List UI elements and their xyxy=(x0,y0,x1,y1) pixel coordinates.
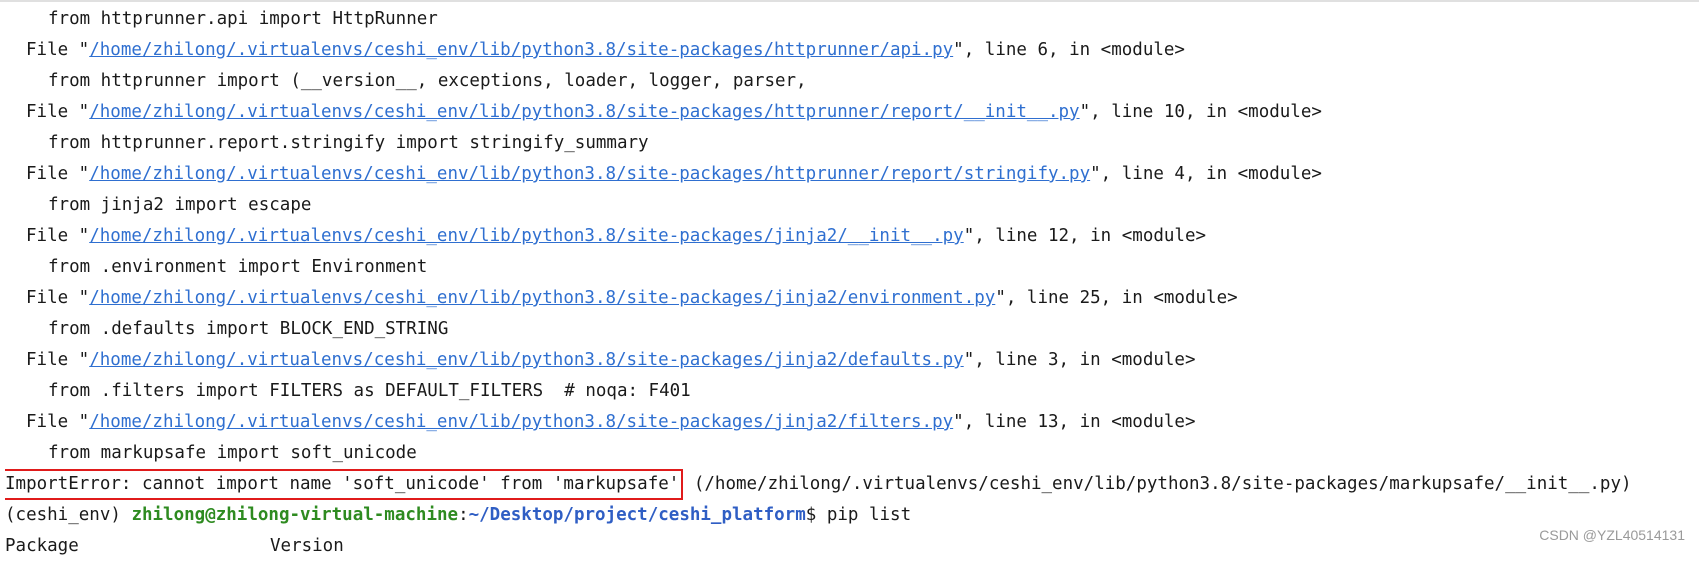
pip-list-header: Package Version xyxy=(5,531,1695,562)
traceback-code-line: from httprunner.api import HttpRunner xyxy=(5,4,1695,35)
traceback-code-line: from .filters import FILTERS as DEFAULT_… xyxy=(5,376,1695,407)
file-prefix: File " xyxy=(26,350,90,370)
file-prefix: File " xyxy=(26,164,90,184)
traceback-code-line: from .defaults import BLOCK_END_STRING xyxy=(5,314,1695,345)
traceback-file-line: File "/home/zhilong/.virtualenvs/ceshi_e… xyxy=(5,283,1695,314)
file-prefix: File " xyxy=(26,40,90,60)
file-line-info: ", line 4, in <module> xyxy=(1090,164,1322,184)
traceback-code-line: from httprunner import (__version__, exc… xyxy=(5,66,1695,97)
file-line-info: ", line 3, in <module> xyxy=(963,350,1196,370)
file-path-link[interactable]: /home/zhilong/.virtualenvs/ceshi_env/lib… xyxy=(89,412,954,432)
traceback-code-line: from markupsafe import soft_unicode xyxy=(5,438,1695,469)
code-text: from .environment import Environment xyxy=(48,257,428,277)
package-column-header: Package xyxy=(5,536,79,556)
traceback-file-line: File "/home/zhilong/.virtualenvs/ceshi_e… xyxy=(5,159,1695,190)
error-message: ImportError: cannot import name 'soft_un… xyxy=(5,474,680,494)
file-path-link[interactable]: /home/zhilong/.virtualenvs/ceshi_env/lib… xyxy=(89,164,1091,184)
code-text: from .filters import FILTERS as DEFAULT_… xyxy=(48,381,691,401)
file-line-info: ", line 12, in <module> xyxy=(963,226,1207,246)
traceback-code-line: from httprunner.report.stringify import … xyxy=(5,128,1695,159)
file-line-info: ", line 10, in <module> xyxy=(1079,102,1322,122)
code-text: from .defaults import BLOCK_END_STRING xyxy=(48,319,449,339)
traceback-file-line: File "/home/zhilong/.virtualenvs/ceshi_e… xyxy=(5,345,1695,376)
prompt-env: (ceshi_env) xyxy=(5,505,132,525)
code-text: from httprunner.report.stringify import … xyxy=(48,133,649,153)
version-column-header: Version xyxy=(270,536,344,556)
prompt-colon: : xyxy=(458,505,469,525)
file-path-link[interactable]: /home/zhilong/.virtualenvs/ceshi_env/lib… xyxy=(89,288,996,308)
file-path-link[interactable]: /home/zhilong/.virtualenvs/ceshi_env/lib… xyxy=(89,226,964,246)
top-border xyxy=(0,0,1699,2)
prompt-symbol: $ xyxy=(805,505,827,525)
file-prefix: File " xyxy=(26,226,90,246)
file-path-link[interactable]: /home/zhilong/.virtualenvs/ceshi_env/lib… xyxy=(89,350,964,370)
code-text: from jinja2 import escape xyxy=(48,195,312,215)
file-prefix: File " xyxy=(26,412,90,432)
prompt-command: pip list xyxy=(826,505,912,525)
file-prefix: File " xyxy=(26,288,90,308)
code-text: from markupsafe import soft_unicode xyxy=(48,443,417,463)
traceback-file-line: File "/home/zhilong/.virtualenvs/ceshi_e… xyxy=(5,35,1695,66)
traceback-code-line: from jinja2 import escape xyxy=(5,190,1695,221)
file-line-info: ", line 13, in <module> xyxy=(953,412,1196,432)
file-prefix: File " xyxy=(26,102,90,122)
shell-prompt-line: (ceshi_env) zhilong@zhilong-virtual-mach… xyxy=(5,500,1695,531)
prompt-user: zhilong@zhilong-virtual-machine xyxy=(131,505,459,525)
file-path-link[interactable]: /home/zhilong/.virtualenvs/ceshi_env/lib… xyxy=(89,102,1080,122)
error-path: (/home/zhilong/.virtualenvs/ceshi_env/li… xyxy=(683,474,1632,494)
code-text: from httprunner.api import HttpRunner xyxy=(48,9,438,29)
traceback-file-line: File "/home/zhilong/.virtualenvs/ceshi_e… xyxy=(5,97,1695,128)
code-text: from httprunner import (__version__, exc… xyxy=(48,71,807,91)
traceback-file-line: File "/home/zhilong/.virtualenvs/ceshi_e… xyxy=(5,407,1695,438)
file-line-info: ", line 25, in <module> xyxy=(995,288,1238,308)
file-path-link[interactable]: /home/zhilong/.virtualenvs/ceshi_env/lib… xyxy=(89,40,954,60)
prompt-path: ~/Desktop/project/ceshi_platform xyxy=(468,505,806,525)
traceback-code-line: from .environment import Environment xyxy=(5,252,1695,283)
file-line-info: ", line 6, in <module> xyxy=(953,40,1185,60)
watermark: CSDN @YZL40514131 xyxy=(1539,527,1685,543)
traceback-file-line: File "/home/zhilong/.virtualenvs/ceshi_e… xyxy=(5,221,1695,252)
error-highlight-box: ImportError: cannot import name 'soft_un… xyxy=(5,469,684,500)
error-line: ImportError: cannot import name 'soft_un… xyxy=(5,469,1695,500)
